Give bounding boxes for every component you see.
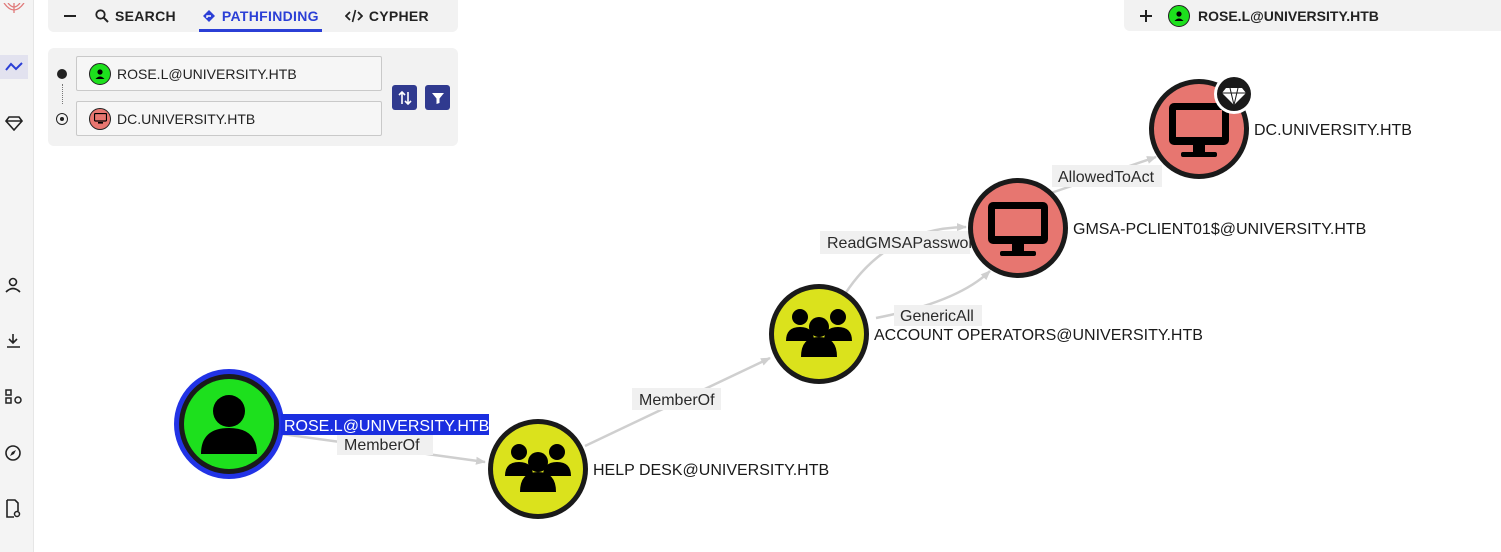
left-nav-rail	[0, 0, 34, 552]
document-search-icon[interactable]	[0, 497, 28, 521]
graph-node-rose[interactable]: ROSE.L@UNIVERSITY.HTB	[174, 369, 489, 479]
user-profile-icon[interactable]	[0, 273, 28, 297]
filter-icon	[431, 92, 444, 104]
start-node-marker-icon	[57, 69, 67, 79]
start-node-input[interactable]: ROSE.L@UNIVERSITY.HTB	[76, 56, 382, 91]
edge-label: MemberOf	[344, 437, 420, 454]
tab-cypher[interactable]: CYPHER	[342, 0, 432, 32]
graph-node-dc[interactable]: DC.UNIVERSITY.HTB	[1149, 74, 1412, 179]
selected-node-panel: ROSE.L@UNIVERSITY.HTB	[1124, 0, 1501, 31]
node-label: GMSA-PCLIENT01$@UNIVERSITY.HTB	[1073, 221, 1366, 238]
administration-settings-icon[interactable]	[0, 385, 28, 409]
group-management-gem-icon[interactable]	[0, 111, 28, 135]
group-icon	[786, 309, 852, 357]
pathfinding-panel: ROSE.L@UNIVERSITY.HTB DC.UNIVERSITY.HTB	[48, 48, 458, 146]
edge-label: ReadGMSAPassword	[827, 235, 983, 252]
explore-icon[interactable]	[0, 55, 28, 79]
minus-icon	[64, 15, 76, 17]
tab-search[interactable]: SEARCH	[92, 0, 179, 32]
destination-node-value: DC.UNIVERSITY.HTB	[117, 110, 256, 127]
swap-arrows-icon	[397, 90, 412, 105]
edge-label: AllowedToAct	[1058, 169, 1155, 186]
computer-icon	[988, 202, 1048, 256]
graph-node-helpdesk[interactable]: HELP DESK@UNIVERSITY.HTB	[488, 419, 829, 519]
tab-label: PATHFINDING	[221, 8, 319, 24]
tab-pathfinding[interactable]: PATHFINDING	[198, 0, 322, 32]
user-icon	[1168, 4, 1190, 27]
edge-label: MemberOf	[639, 392, 715, 409]
plus-icon	[1140, 9, 1152, 22]
edge-memberof-rose-helpdesk[interactable]: MemberOf	[281, 432, 486, 465]
graph-node-account-operators[interactable]: ACCOUNT OPERATORS@UNIVERSITY.HTB	[769, 284, 1203, 384]
edge-genericall-accops-gmsa[interactable]: GenericAll	[875, 270, 991, 326]
destination-target-icon	[56, 113, 68, 125]
selected-node-label: ROSE.L@UNIVERSITY.HTB	[1198, 7, 1379, 24]
graph-node-gmsa-pclient01[interactable]: GMSA-PCLIENT01$@UNIVERSITY.HTB	[968, 178, 1366, 278]
edge-memberof-helpdesk-accops[interactable]: MemberOf	[584, 356, 771, 448]
tier-zero-gem-icon	[1214, 74, 1254, 114]
node-label: HELP DESK@UNIVERSITY.HTB	[593, 462, 829, 479]
path-connector	[62, 84, 63, 104]
computer-icon	[89, 107, 111, 130]
node-label: ACCOUNT OPERATORS@UNIVERSITY.HTB	[874, 327, 1203, 344]
edge-filter-button[interactable]	[425, 85, 450, 110]
graph-canvas[interactable]: MemberOf MemberOf ReadGMSAPassword Gener…	[33, 0, 1501, 552]
edge-allowedtoact-gmsa-dc[interactable]: AllowedToAct	[1050, 155, 1162, 195]
collapse-panel-button[interactable]	[48, 0, 92, 32]
computer-icon	[1169, 103, 1229, 157]
download-icon[interactable]	[0, 329, 28, 353]
start-node-value: ROSE.L@UNIVERSITY.HTB	[117, 65, 297, 82]
search-icon	[95, 9, 109, 23]
route-diamond-icon	[202, 10, 215, 22]
code-icon	[344, 9, 363, 23]
compass-icon[interactable]	[0, 441, 28, 465]
app-logo-icon	[0, 0, 28, 24]
group-icon	[505, 444, 571, 492]
swap-nodes-button[interactable]	[392, 85, 417, 110]
edge-readgmsapassword-accops-gmsa[interactable]: ReadGMSAPassword	[820, 223, 983, 295]
node-label: ROSE.L@UNIVERSITY.HTB	[284, 418, 489, 435]
user-icon	[89, 62, 111, 85]
destination-node-input[interactable]: DC.UNIVERSITY.HTB	[76, 101, 382, 136]
node-label: DC.UNIVERSITY.HTB	[1254, 122, 1412, 139]
search-mode-toolbar: SEARCH PATHFINDING CYPHER	[48, 0, 458, 32]
user-icon	[201, 395, 257, 454]
tab-label: CYPHER	[368, 8, 429, 24]
edge-label: GenericAll	[900, 308, 974, 325]
expand-panel-button[interactable]	[1124, 9, 1168, 22]
tab-label: SEARCH	[115, 8, 176, 24]
